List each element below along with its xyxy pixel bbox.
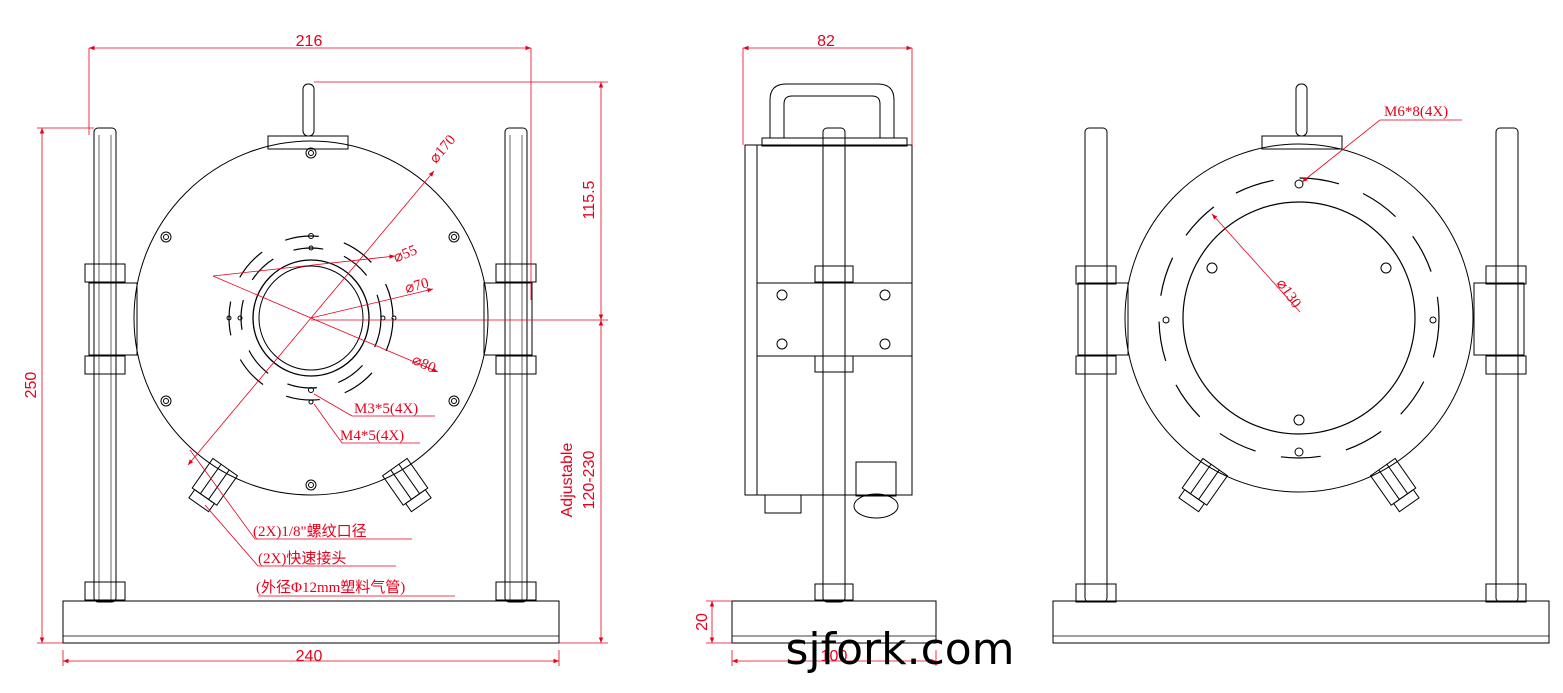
dia-outer-label: ⌀170 bbox=[427, 132, 460, 166]
dim-side-base-height: 20 bbox=[694, 613, 711, 631]
watermark: sjfork.com bbox=[785, 624, 1014, 675]
dim-adjustable-label: Adjustable bbox=[559, 443, 576, 518]
front-left-post bbox=[93, 127, 117, 603]
front-main-disk bbox=[133, 140, 489, 496]
rear-main-disk bbox=[1124, 143, 1474, 493]
rear-view bbox=[1052, 83, 1550, 644]
front-right-post bbox=[504, 127, 528, 603]
side-view bbox=[731, 83, 937, 644]
rear-base bbox=[1052, 600, 1550, 644]
dim-front-width-base: 240 bbox=[296, 648, 323, 665]
dia-80-label: ⌀80 bbox=[409, 352, 438, 377]
front-base bbox=[62, 600, 560, 644]
callout-thread: (2X)1/8"螺纹口径 bbox=[253, 523, 367, 540]
dim-center-height: 115.5 bbox=[581, 180, 598, 219]
callout-fitting: (2X)快速接头 bbox=[258, 550, 346, 567]
dim-side-base-width: 100 bbox=[821, 648, 848, 665]
dim-side-width-top: 82 bbox=[817, 33, 835, 50]
callout-m4: M4*5(4X) bbox=[340, 428, 404, 444]
side-dimensions bbox=[706, 45, 937, 666]
callout-m6: M6*8(4X) bbox=[1384, 104, 1448, 120]
dim-front-height: 250 bbox=[23, 372, 40, 399]
side-body bbox=[756, 144, 913, 496]
dia-70-label: ⌀70 bbox=[403, 275, 430, 297]
front-dimensions bbox=[37, 45, 608, 666]
rear-dimensions bbox=[1211, 119, 1462, 313]
side-base bbox=[731, 600, 937, 644]
dim-adjustable-range: 120-230 bbox=[581, 451, 598, 510]
dia-55-label: ⌀55 bbox=[391, 242, 419, 266]
callout-tube: (外径Φ12mm塑料气管) bbox=[256, 579, 405, 596]
dim-front-width-top: 216 bbox=[296, 33, 323, 50]
callout-m3: M3*5(4X) bbox=[354, 401, 418, 417]
dia-130-label: ⌀130 bbox=[1273, 276, 1304, 311]
